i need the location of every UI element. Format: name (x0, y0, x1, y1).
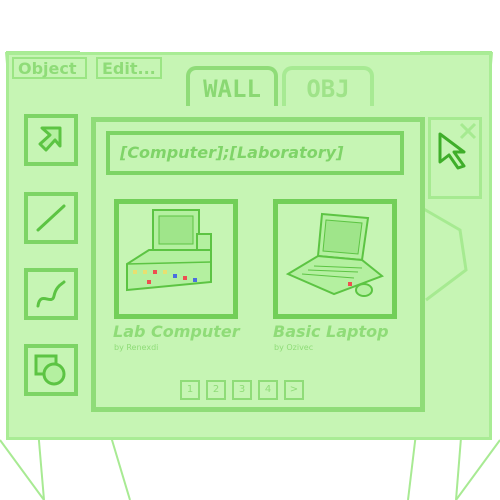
arrow-icon (38, 126, 62, 152)
close-icon (459, 122, 477, 140)
search-input[interactable]: [Computer];[Laboratory] (106, 131, 404, 175)
page-button[interactable]: 3 (232, 380, 252, 400)
select-tool-button[interactable] (24, 114, 78, 166)
mouse-cursor-icon (438, 132, 466, 170)
page-button[interactable]: 4 (258, 380, 278, 400)
line-tool-button[interactable] (24, 192, 78, 244)
page-button[interactable]: 1 (180, 380, 200, 400)
line-icon (36, 204, 66, 232)
shape-tool-button[interactable] (24, 344, 78, 396)
item-author: by Renexdi (114, 343, 159, 352)
page-button[interactable]: 2 (206, 380, 226, 400)
background-shape (421, 206, 468, 302)
shapes-icon (34, 354, 66, 386)
edit-menu-button[interactable]: Edit... (96, 57, 162, 79)
item-author: by Ozivec (274, 343, 314, 352)
item-title: Lab Computer (113, 322, 240, 341)
lab-computer-icon (126, 209, 212, 292)
tab-wall[interactable]: WALL (186, 66, 278, 106)
curve-tool-button[interactable] (24, 268, 78, 320)
pagination: 1 2 3 4 > (180, 380, 304, 400)
item-thumbnail-basic-laptop[interactable] (273, 199, 397, 319)
tab-obj[interactable]: OBJ (282, 66, 374, 106)
object-menu-button[interactable]: Object (12, 57, 87, 79)
next-page-button[interactable]: > (284, 380, 304, 400)
curve-icon (36, 280, 66, 308)
laptop-icon (285, 212, 384, 297)
item-title: Basic Laptop (273, 322, 389, 341)
item-thumbnail-lab-computer[interactable] (114, 199, 238, 319)
